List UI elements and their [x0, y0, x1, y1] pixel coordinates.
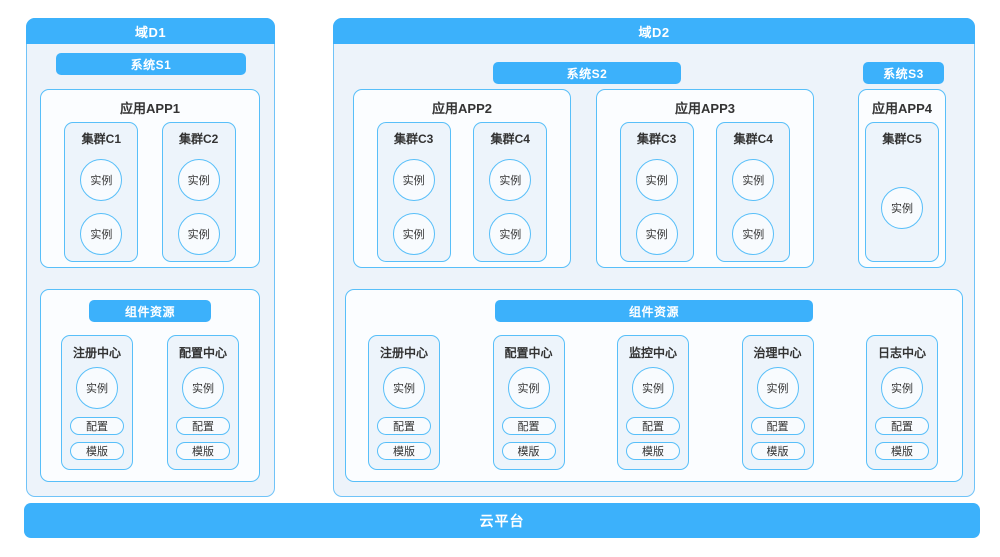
- instance-circle: 实例: [383, 367, 425, 409]
- cluster-c4-box: 集群C4 实例 实例: [716, 122, 791, 262]
- system-s1-badge: 系统S1: [56, 53, 246, 75]
- app4-title: 应用APP4: [872, 101, 932, 116]
- instance-circle: 实例: [80, 159, 123, 201]
- instance-circle: 实例: [489, 159, 532, 201]
- config-tag: 配置: [377, 417, 431, 435]
- template-tag: 模版: [501, 442, 556, 460]
- cluster-c1-title: 集群C1: [81, 132, 121, 146]
- app4-cluster-row: 集群C5 实例: [859, 122, 945, 262]
- instance-circle: 实例: [76, 367, 118, 409]
- app2-title: 应用APP2: [432, 101, 492, 116]
- d1-components-title-badge: 组件资源: [89, 300, 211, 322]
- registry-center-title: 注册中心: [72, 346, 121, 360]
- instance-circle: 实例: [881, 367, 923, 409]
- config-center-title: 配置中心: [178, 346, 227, 360]
- config-center-box: 配置中心 实例 配置 模版: [492, 335, 565, 470]
- d1-centers-row: 注册中心 实例 配置 模版 配置中心 实例 配置 模版: [41, 335, 259, 470]
- template-tag: 模版: [377, 442, 431, 460]
- instance-circle: 实例: [632, 367, 674, 409]
- config-center-box: 配置中心 实例 配置 模版: [167, 335, 239, 470]
- d2-components-title-badge: 组件资源: [495, 300, 813, 322]
- instance-circle: 实例: [732, 159, 775, 201]
- d2-components-box: 组件资源 注册中心 实例 配置 模版 配置中心 实例 配置 模版 监控中心 实例: [345, 289, 963, 482]
- monitor-center-title: 监控中心: [628, 346, 677, 360]
- instance-circle: 实例: [635, 159, 678, 201]
- instance-circle: 实例: [392, 213, 435, 255]
- registry-center-title: 注册中心: [379, 346, 428, 360]
- cluster-c5-box: 集群C5 实例: [865, 122, 939, 262]
- instance-circle: 实例: [80, 213, 123, 255]
- instance-circle: 实例: [392, 159, 435, 201]
- cluster-c4-title: 集群C4: [490, 132, 530, 146]
- monitor-center-box: 监控中心 实例 配置 模版: [617, 335, 689, 470]
- system-s3-badge: 系统S3: [863, 62, 944, 84]
- config-center-title: 配置中心: [504, 346, 553, 360]
- cluster-c3-title: 集群C3: [636, 132, 677, 146]
- app2-box: 应用APP2 集群C3 实例 实例 集群C4 实例 实例: [353, 89, 571, 268]
- domain-d2-box: 域D2 系统S2 系统S3 应用APP2 集群C3 实例 实例 集群C4 实例 …: [333, 18, 975, 497]
- template-tag: 模版: [176, 442, 230, 460]
- cluster-c2-box: 集群C2 实例 实例: [161, 122, 236, 262]
- instance-circle: 实例: [182, 367, 224, 409]
- registry-center-box: 注册中心 实例 配置 模版: [368, 335, 440, 470]
- instance-circle: 实例: [177, 213, 220, 255]
- instance-circle: 实例: [635, 213, 678, 255]
- instance-circle: 实例: [177, 159, 220, 201]
- app3-box: 应用APP3 集群C3 实例 实例 集群C4 实例 实例: [596, 89, 814, 268]
- d1-components-box: 组件资源 注册中心 实例 配置 模版 配置中心 实例 配置 模版: [40, 289, 260, 482]
- config-tag: 配置: [750, 417, 805, 435]
- cloud-platform-bar: 云平台: [24, 503, 980, 538]
- domain-d1-header: 域D1: [26, 18, 275, 44]
- app1-title: 应用APP1: [120, 101, 180, 116]
- registry-center-box: 注册中心 实例 配置 模版: [61, 335, 133, 470]
- instance-circle: 实例: [507, 367, 550, 409]
- d2-centers-row: 注册中心 实例 配置 模版 配置中心 实例 配置 模版 监控中心 实例 配置 模…: [346, 335, 962, 470]
- instance-circle: 实例: [881, 187, 923, 229]
- cluster-c5-title: 集群C5: [882, 132, 922, 146]
- cluster-c3-box: 集群C3 实例 实例: [376, 122, 451, 262]
- config-tag: 配置: [176, 417, 230, 435]
- cluster-c3-title: 集群C3: [393, 132, 434, 146]
- app1-cluster-row: 集群C1 实例 实例 集群C2 实例 实例: [41, 122, 259, 262]
- cluster-c4-box: 集群C4 实例 实例: [473, 122, 548, 262]
- config-tag: 配置: [875, 417, 929, 435]
- instance-circle: 实例: [756, 367, 799, 409]
- system-s2-badge: 系统S2: [493, 62, 681, 84]
- template-tag: 模版: [70, 442, 124, 460]
- app4-box: 应用APP4 集群C5 实例: [858, 89, 946, 268]
- governance-center-title: 治理中心: [753, 346, 802, 360]
- app3-cluster-row: 集群C3 实例 实例 集群C4 实例 实例: [597, 122, 813, 262]
- config-tag: 配置: [501, 417, 556, 435]
- domain-d2-header: 域D2: [333, 18, 975, 44]
- instance-circle: 实例: [489, 213, 532, 255]
- template-tag: 模版: [750, 442, 805, 460]
- config-tag: 配置: [626, 417, 680, 435]
- app3-title: 应用APP3: [675, 101, 735, 116]
- log-center-title: 日志中心: [877, 346, 926, 360]
- config-tag: 配置: [70, 417, 124, 435]
- template-tag: 模版: [626, 442, 680, 460]
- instance-circle: 实例: [732, 213, 775, 255]
- cluster-c4-title: 集群C4: [733, 132, 773, 146]
- log-center-box: 日志中心 实例 配置 模版: [866, 335, 938, 470]
- template-tag: 模版: [875, 442, 929, 460]
- cluster-c1-box: 集群C1 实例 实例: [64, 122, 139, 262]
- cluster-c3-box: 集群C3 实例 实例: [619, 122, 694, 262]
- domain-d1-box: 域D1 系统S1 应用APP1 集群C1 实例 实例 集群C2 实例 实例 组件…: [26, 18, 275, 497]
- app1-box: 应用APP1 集群C1 实例 实例 集群C2 实例 实例: [40, 89, 260, 268]
- app2-cluster-row: 集群C3 实例 实例 集群C4 实例 实例: [354, 122, 570, 262]
- governance-center-box: 治理中心 实例 配置 模版: [741, 335, 814, 470]
- cluster-c2-title: 集群C2: [178, 132, 219, 146]
